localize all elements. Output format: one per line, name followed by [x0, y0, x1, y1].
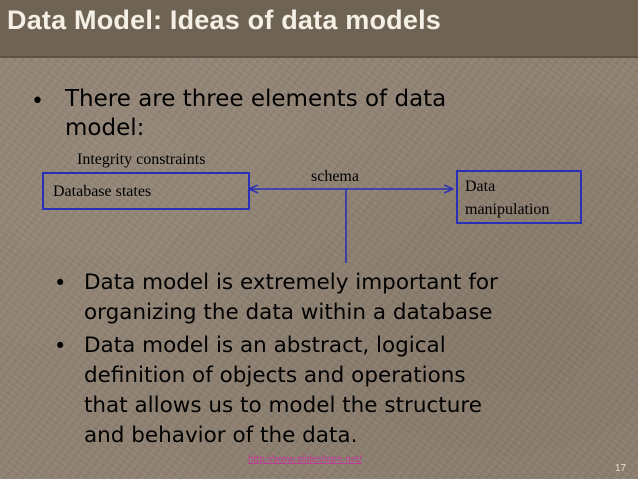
bullet-text: organizing the data within a database	[84, 300, 493, 325]
bullet-dot: •	[31, 89, 44, 114]
footer-link[interactable]: http://www.slideshare.net/	[248, 454, 362, 465]
data-manipulation-box: Data manipulation	[456, 170, 582, 224]
page-number: 17	[615, 463, 627, 474]
integrity-constraints-label: Integrity constraints	[77, 151, 206, 168]
bullet-text: There are three elements of data	[65, 86, 447, 112]
title-bar: Data Model: Ideas of data models	[0, 0, 638, 58]
database-states-label: Database states	[53, 183, 152, 200]
bullet-text: definition of objects and operations	[84, 363, 466, 388]
bullet-text: that allows us to model the structure	[84, 393, 482, 418]
bullet-text: model:	[65, 115, 145, 141]
data-manipulation-label-1: Data	[465, 178, 496, 195]
bullet-text: Data model is an abstract, logical	[84, 333, 446, 358]
schema-label: schema	[311, 168, 359, 185]
bullet-dot: •	[54, 271, 67, 295]
slide-title: Data Model: Ideas of data models	[7, 5, 441, 35]
bullet-dot: •	[54, 334, 67, 358]
data-manipulation-label-2: manipulation	[465, 201, 550, 218]
bullet-text: Data model is extremely important for	[84, 270, 498, 295]
bullet-text: and behavior of the data.	[84, 423, 358, 448]
